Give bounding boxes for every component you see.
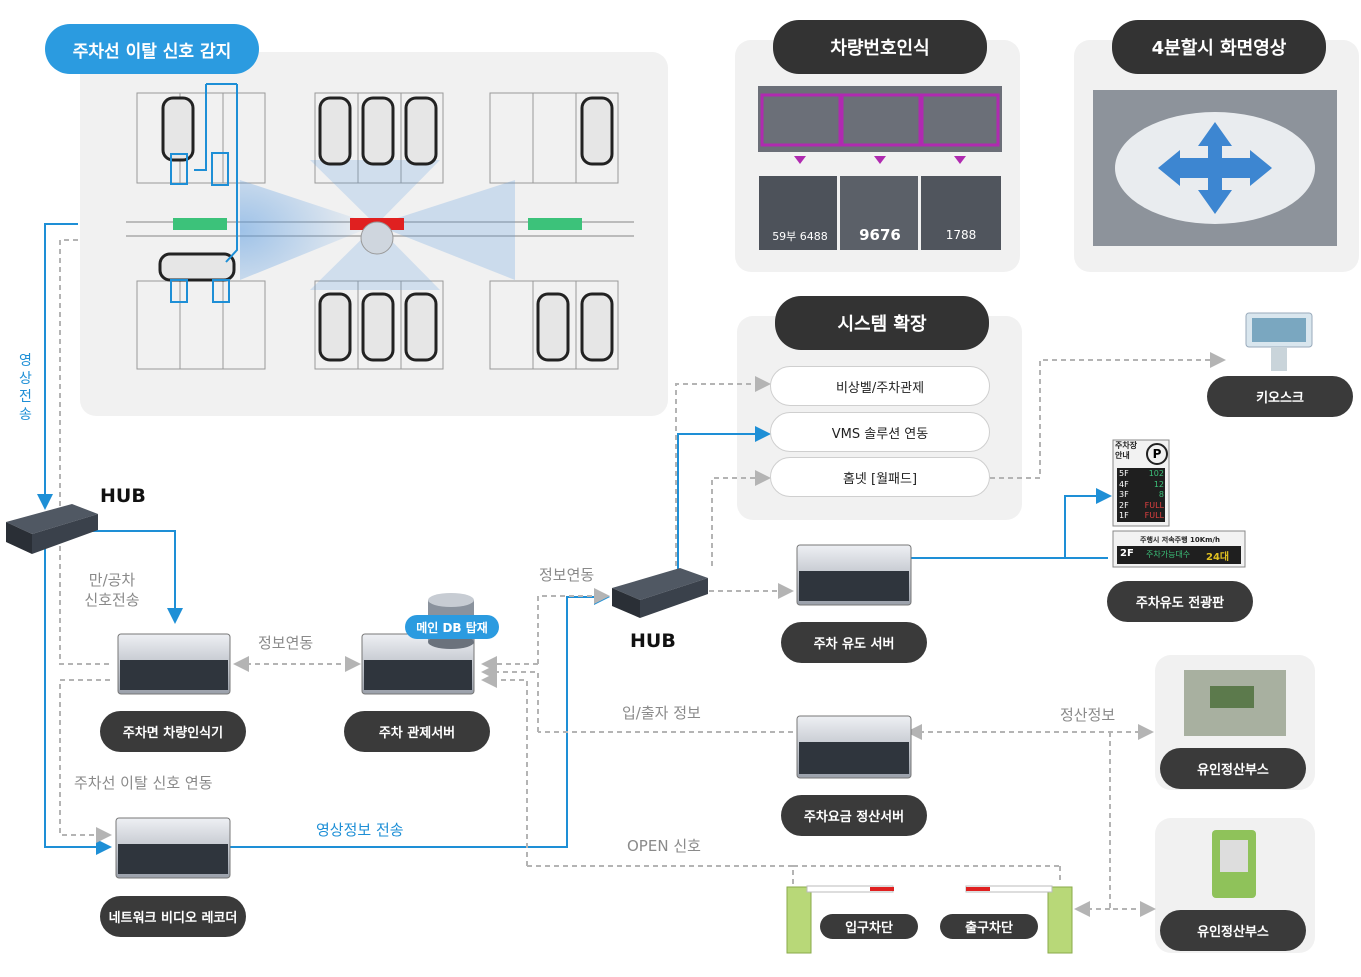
entry-gate-label[interactable]: 입구차단 <box>820 914 918 939</box>
lpr-camera-label[interactable]: 주차면 차량인식기 <box>100 711 246 752</box>
title-badge: 주차선 이탈 신호 감지 <box>45 24 259 74</box>
plate-images <box>758 86 1002 250</box>
nvr-label[interactable]: 네트워크 비디오 레코더 <box>100 896 246 937</box>
board-bottom-top: 주행시 저속주행 10Km/h <box>1140 536 1220 544</box>
expansion-item-emergency[interactable]: 비상벨/주차관제 <box>770 366 990 406</box>
info-link-label-left: 정보연동 <box>258 634 314 652</box>
board-bottom-label: 주차가능대수 <box>1146 550 1191 559</box>
main-db-badge: 메인 DB 탑재 <box>405 615 499 639</box>
board-floor: 2F <box>1119 500 1129 510</box>
board-bottom-count: 24대 <box>1206 552 1230 563</box>
control-server-label[interactable]: 주차 관제서버 <box>344 711 490 752</box>
quad-view-title: 4분할시 화면영상 <box>1112 20 1326 74</box>
guide-board-label[interactable]: 주차유도 전광판 <box>1107 581 1253 622</box>
board-floor: 3F <box>1119 490 1129 499</box>
gates <box>786 885 1073 954</box>
guide-server-label[interactable]: 주차 유도 서버 <box>781 622 927 663</box>
exit-gate-label[interactable]: 출구차단 <box>940 914 1038 939</box>
info-link-label-right: 정보연동 <box>539 566 595 584</box>
hub-right-device <box>612 568 708 618</box>
quad-view-image <box>1093 90 1337 246</box>
kiosk-label[interactable]: 키오스크 <box>1207 376 1353 417</box>
video-transfer-vertical-label: 영상전송 <box>19 353 32 423</box>
board-floor: 4F <box>1119 479 1129 489</box>
plate-label-2: 9676 <box>859 226 901 244</box>
plate-label-1: 59부 6488 <box>772 230 828 243</box>
board-floor: 5F <box>1119 469 1129 478</box>
board-status-value: 102 <box>1148 469 1164 478</box>
board-header: 주차장 안내 <box>1115 441 1138 460</box>
fee-server-label[interactable]: 주차요금 정산서버 <box>781 795 927 836</box>
board-status-value: FULL <box>1144 500 1164 510</box>
board-status-value: FULL <box>1144 511 1164 520</box>
server-devices <box>115 544 912 879</box>
board-floor: 1F <box>1119 511 1129 520</box>
board-status-value: 12 <box>1153 479 1164 489</box>
board-status: 102 12 8 FULL FULL <box>1140 469 1164 522</box>
line-departure-link-label: 주차선 이탈 신호 연동 <box>74 774 213 792</box>
in-out-info-label: 입/출자 정보 <box>622 704 701 722</box>
board-status-value: 8 <box>1158 490 1164 499</box>
settlement-info-label: 정산정보 <box>1060 706 1116 724</box>
system-expansion-title: 시스템 확장 <box>775 296 989 350</box>
parking-p-icon: P <box>1146 443 1168 465</box>
parking-lot-drawing <box>126 83 634 370</box>
full-empty-signal-label: 만/공차 신호전송 <box>84 571 140 609</box>
hub-right-label: HUB <box>630 630 676 652</box>
booth2-label[interactable]: 유인정산부스 <box>1160 910 1306 951</box>
plate-recognition-title: 차량번호인식 <box>773 20 987 74</box>
open-signal-label: OPEN 신호 <box>627 837 701 855</box>
kiosk-device <box>1245 312 1313 371</box>
hub-left-label: HUB <box>100 485 146 507</box>
booth1-label[interactable]: 유인정산부스 <box>1160 748 1306 789</box>
hub-left-device <box>6 504 98 554</box>
video-info-transfer-label: 영상정보 전송 <box>316 821 404 839</box>
expansion-item-homenet[interactable]: 홈넷 [월패드] <box>770 457 990 497</box>
expansion-item-vms[interactable]: VMS 솔루션 연동 <box>770 412 990 452</box>
board-floors: 5F 4F 3F 2F 1F <box>1119 469 1139 522</box>
plate-label-3: 1788 <box>945 228 977 242</box>
board-bottom-floor: 2F <box>1120 548 1134 559</box>
booth-images <box>1184 670 1286 898</box>
